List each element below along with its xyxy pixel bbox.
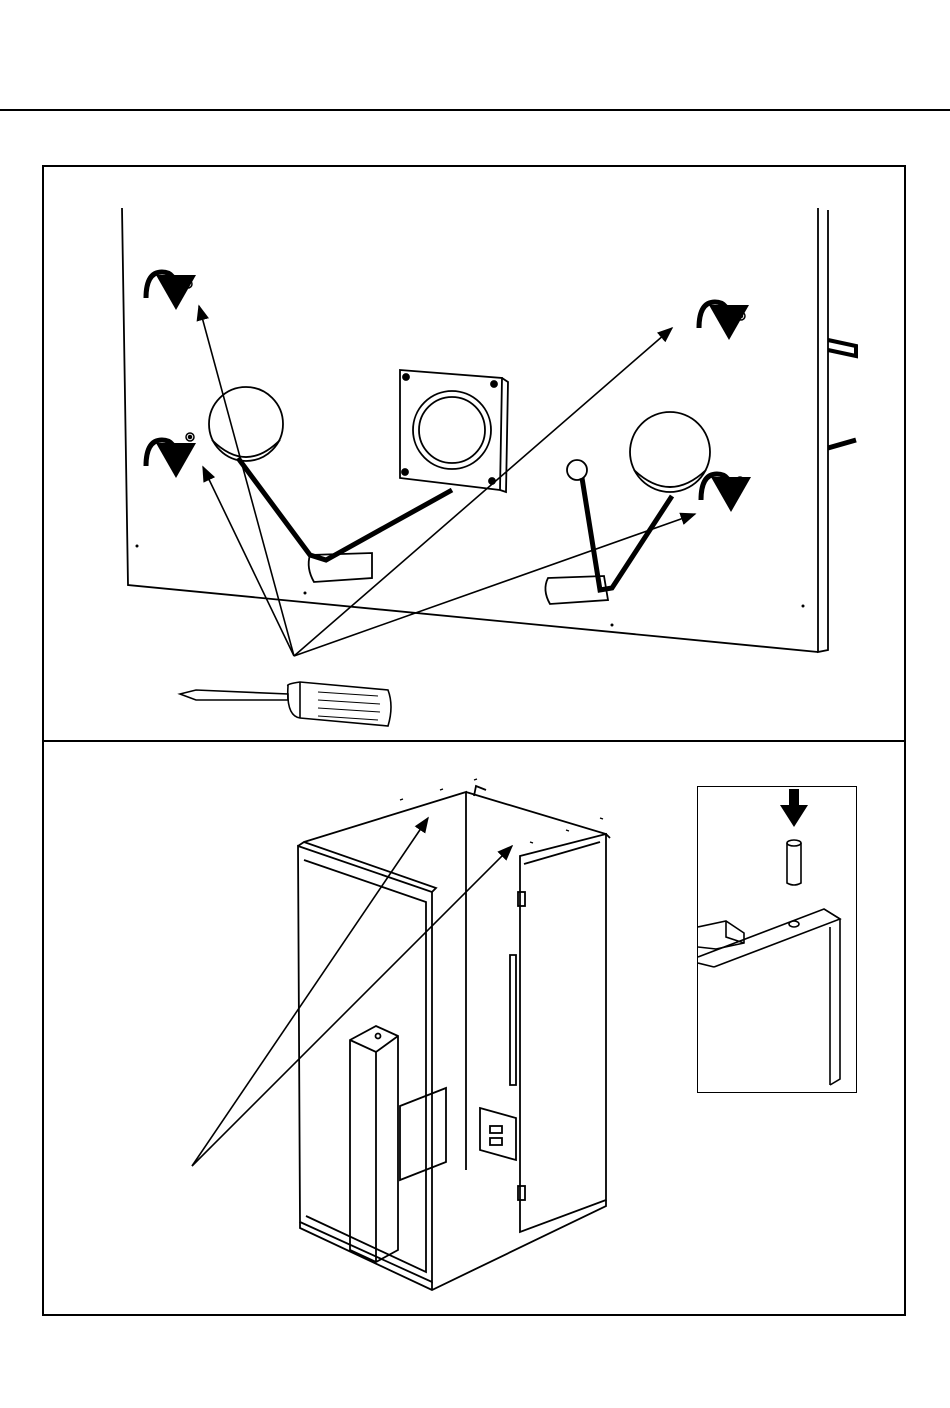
screwdriver-icon	[180, 682, 391, 726]
down-arrow-icon	[780, 789, 808, 827]
duct-pipe-icon	[545, 412, 710, 604]
step-remove-screws	[0, 0, 950, 742]
panel-holes	[136, 545, 805, 627]
dowel-detail-drawing	[698, 787, 856, 1092]
leader-arrow-icon	[199, 306, 695, 656]
dowel-detail-inset	[697, 786, 857, 1093]
fan-unit	[400, 370, 508, 492]
dowel-icon	[787, 840, 801, 885]
panel-edge	[698, 909, 840, 1085]
